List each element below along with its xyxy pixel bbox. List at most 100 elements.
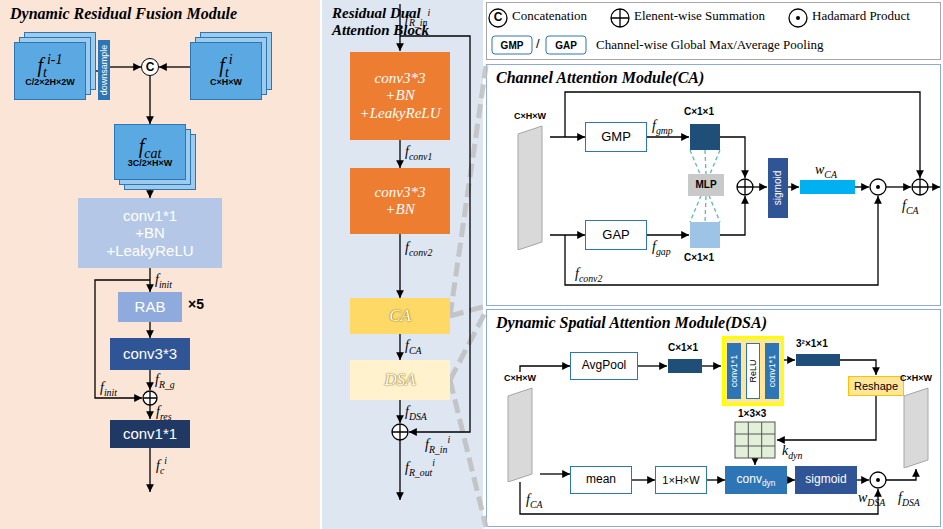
wire [702,365,721,366]
script-part: R_in [429,444,448,455]
text-part: f [405,240,409,255]
slab-shape [904,388,928,468]
math-label: fgap [652,239,671,254]
math-label: kdyn [782,443,802,458]
math-label: fDSA [405,404,427,419]
label: C [494,11,503,24]
connector [550,234,585,235]
math-label: fgmp [652,118,673,133]
label: C×1×1 [684,106,714,117]
connector [399,234,400,298]
text-part: f [405,404,409,419]
math-label: fres [156,404,172,419]
script-part: DSA [902,497,920,508]
math-label: fR_ini [425,437,450,452]
script-part: CA [824,169,837,180]
wire [777,396,876,440]
node-text: C [146,61,155,73]
text-part: f [405,10,409,25]
kernel-grid [735,422,775,458]
wire [638,365,667,366]
node-text: fti-1 [37,54,62,77]
wire [784,359,795,360]
process-box: DSA [350,360,450,400]
text-part: f [100,380,104,395]
product-symbol [870,472,886,488]
node-text: RAB [135,298,166,315]
script-part: i [164,455,167,466]
math-label: fCA [526,492,542,507]
panel: Dynamic Residual Fusion Modulefti-1C/2×2… [0,0,320,529]
process-box: downsample [98,40,110,100]
node-text: GMP [601,130,631,145]
feature-bar [796,354,840,366]
feature-bar [690,124,720,150]
node-text: downsample [100,45,109,96]
process-box: sigmoid [795,466,857,494]
text-part: f [37,54,43,76]
wire [565,196,878,285]
script-part: dyn [762,478,776,488]
text-part: f [139,135,145,157]
process-box: 1×H×W [655,466,707,494]
process-box: conv1*1 [110,420,190,448]
text-part: k [782,443,788,458]
node-text: DSA [384,370,415,390]
connector [787,479,795,480]
strip: conv1*1 [727,343,741,399]
process-box: MLP [688,174,724,196]
label: GAP [555,40,577,51]
zoom-line [450,306,486,316]
concat-symbol [489,9,507,27]
node-text: sigmoid [773,171,783,205]
label: 1×3×3 [738,408,766,419]
panel-title: Dynamic Residual Fusion Module [10,5,310,23]
process-box: AvgPool [570,352,638,380]
dot-mark [876,478,880,482]
grid-frame [735,422,775,458]
feature-slab [510,110,550,250]
legend-text: Elenent-wise Summation [634,9,765,23]
script-part: CA [409,345,422,356]
panel-frame [487,310,941,527]
node-text: 1×H×W [662,474,699,487]
mlp-link [705,150,706,174]
node-text: C×H×W [896,372,936,383]
product-symbol [789,9,807,27]
script-part: R_out [409,467,432,478]
node-text: mean [586,473,616,487]
wire [720,137,745,178]
script-part: CA [906,205,919,216]
label: ×5 [188,297,204,312]
node-text: MLP [695,179,716,191]
text-part: f [405,338,409,353]
strip: conv1*1 [765,343,779,399]
node-text: convdyn [737,473,776,487]
wire [149,370,150,390]
script-part: conv2 [409,247,432,258]
process-box: Reshape [848,376,904,396]
math-label: fR_ini [405,10,430,25]
connector [149,322,150,338]
node-text: Reshape [854,380,898,393]
connector [632,479,655,480]
process-box: ftiC×H×W [190,42,262,100]
connector [550,136,585,137]
node-text: conv3*3 +BN [375,184,426,219]
process-box: convdyn [725,466,787,494]
text-part: f [219,54,225,76]
script-part: i-1 [47,53,63,68]
script-part: i [427,7,430,18]
math-label: fconv1 [405,144,432,159]
math-label: fconv2 [575,266,602,281]
process-box: conv3*3 +BN [350,168,450,234]
script-part: R_in [409,17,428,28]
math-label: fDSA [898,490,920,505]
label: GMP [501,40,524,51]
panel-title: Residual Dual Attention Block [332,5,473,40]
legend-frame [487,3,941,60]
weight-bar [800,180,855,194]
process-box: conv1*1 +BN +LeakyReLU [78,198,222,268]
process-box: RAB [118,292,182,322]
